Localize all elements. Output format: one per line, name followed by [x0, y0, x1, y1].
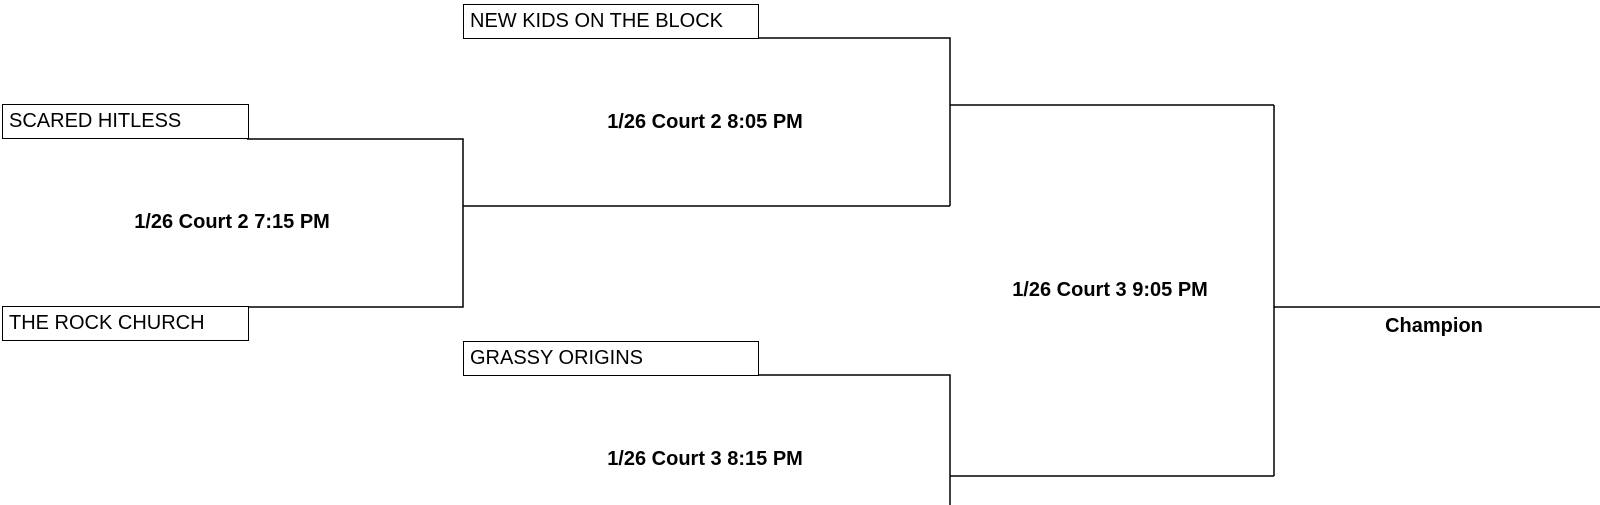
round2-bottom-connector — [758, 374, 951, 505]
team-name: NEW KIDS ON THE BLOCK — [470, 10, 724, 32]
team-the-rock-church: THE ROCK CHURCH — [2, 306, 249, 341]
round1-connector — [247, 138, 464, 308]
champion-label: Champion — [1385, 315, 1483, 337]
round2-top-game-label: 1/26 Court 2 8:05 PM — [607, 111, 803, 133]
team-name: THE ROCK CHURCH — [9, 312, 205, 334]
team-scared-hitless: SCARED HITLESS — [2, 104, 249, 139]
round2-top-connector — [758, 37, 951, 206]
final-game-label: 1/26 Court 3 9:05 PM — [1012, 279, 1208, 301]
team-grassy-origins: GRASSY ORIGINS — [463, 341, 759, 376]
round1-game-label: 1/26 Court 2 7:15 PM — [134, 211, 330, 233]
team-new-kids-on-the-block: NEW KIDS ON THE BLOCK — [463, 4, 759, 39]
team-name: SCARED HITLESS — [9, 110, 182, 132]
team-name: GRASSY ORIGINS — [470, 347, 644, 369]
round2-bottom-game-label: 1/26 Court 3 8:15 PM — [607, 448, 803, 470]
